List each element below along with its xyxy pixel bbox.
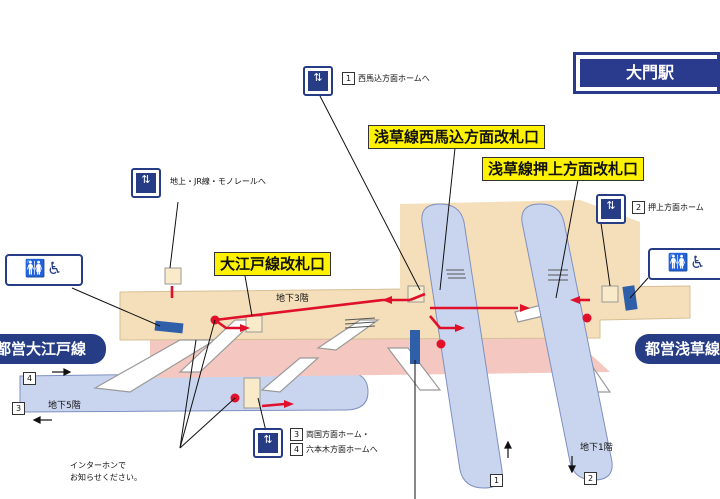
elevator-label-nishimagome: 西馬込方面ホームへ (358, 74, 430, 83)
platform-marker-4: 4 (23, 372, 36, 385)
gate-asakusa-w (410, 330, 420, 364)
platform-marker-2: 2 (584, 472, 597, 485)
elevator-icon: ⇅ (131, 168, 161, 198)
intercom-line-1: インターホンで (70, 461, 126, 470)
elevator-icon: ⇅ (596, 194, 626, 224)
line-badge-oedo: 都営大江戸線 (0, 334, 106, 364)
elevator-label-ground: 地上・JR線・モノレールへ (170, 177, 266, 186)
intercom-note: インターホンで お知らせください。 (70, 460, 142, 484)
elevator-label-oshiage: 押上方面ホーム (648, 203, 704, 212)
elevator-number-ryogoku: 3 (290, 428, 303, 441)
gate-oedo (154, 320, 184, 334)
route-lines (170, 286, 590, 408)
restroom-icon: 🚻♿ (5, 254, 83, 286)
asakusa-platform-right (521, 203, 613, 481)
platform-marker-3: 3 (12, 402, 25, 415)
floor-label-b5: 地下5階 (48, 401, 81, 411)
floor-label-b3: 地下3階 (276, 294, 309, 304)
intercom-line-2: お知らせください。 (70, 473, 142, 482)
gate-label-asakusa-oshiage: 浅草線押上方面改札口 (482, 157, 645, 181)
elevator-icon: ⇅ (303, 66, 333, 96)
gate-label-asakusa-nishimagome: 浅草線西馬込方面改札口 (368, 125, 546, 149)
gate-label-oedo: 大江戸線改札口 (214, 252, 332, 276)
platform-marker-1: 1 (490, 474, 503, 487)
elevator-number-oshiage: 2 (632, 201, 645, 214)
elevator-label-ryogoku: 両国方面ホーム・ (306, 430, 370, 439)
station-name-plate: 大門駅 (573, 52, 720, 94)
elevator-number-nishimagome: 1 (342, 72, 355, 85)
station-name: 大門駅 (580, 59, 720, 87)
elevator-icon: ⇅ (253, 428, 283, 458)
restroom-icon: 🚻♿ (648, 248, 720, 280)
leader-lines (71, 95, 649, 499)
elevator-label-roppongi: 六本木方面ホームへ (306, 445, 378, 454)
floor-label-b1: 地下1階 (580, 443, 613, 453)
elevator-number-roppongi: 4 (290, 443, 303, 456)
line-badge-asakusa: 都営浅草線 (635, 334, 720, 364)
escalator-oedo (93, 319, 380, 393)
